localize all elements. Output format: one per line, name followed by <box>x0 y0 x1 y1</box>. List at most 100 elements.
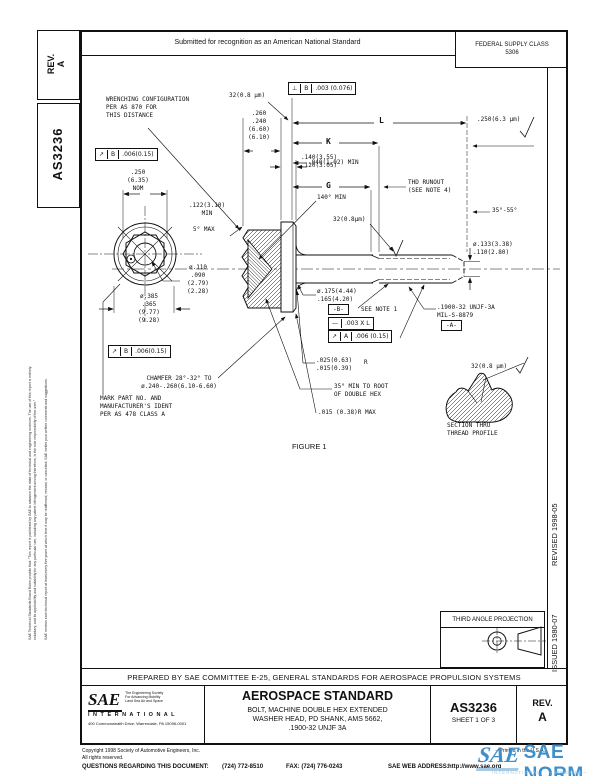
sae-international: I N T E R N A T I O N A L <box>88 712 176 718</box>
dim-letter-L: L <box>379 116 384 125</box>
fcf-runout-a: ↗ A .006 (0.15) <box>328 330 393 343</box>
watermark-sub-international: INTERNATIONAL <box>492 770 541 775</box>
chamfer-angle-dim: 35°-55° <box>492 207 518 214</box>
rev-cell: REV. A <box>516 686 568 745</box>
watermark-sub-standards: — STANDARDS — <box>548 770 587 775</box>
federal-supply-class-box: FEDERAL SUPPLY CLASS 5306 <box>455 30 568 68</box>
header-strip: Submitted for recognition as an American… <box>80 30 455 56</box>
runout-icon: ↗ <box>332 333 338 340</box>
disclaimer-paragraph-1: SAE Technical Standards Board Rules prov… <box>28 366 37 641</box>
rev-cell-label: REV. <box>532 698 553 708</box>
wrench-depth-dim: .122(3.10) MIN <box>188 202 226 217</box>
fcf-runout-head-datum: B <box>107 150 118 159</box>
head-height-dim: .260 .240 (6.60) (6.10) <box>248 110 270 141</box>
fsc-label: FEDERAL SUPPLY CLASS <box>475 41 549 48</box>
document-title: BOLT, MACHINE DOUBLE HEX EXTENDED WASHER… <box>247 707 388 732</box>
rev-cell-value: A <box>538 710 547 724</box>
head-od-dim: ø.385 .365 (9.77) (9.28) <box>138 293 160 324</box>
head-taper-angle: 5° MAX <box>193 226 215 233</box>
title-block: SAE The Engineering Society For Advancin… <box>80 686 568 745</box>
fcf-runout-a-value: .006 (0.15) <box>351 332 391 341</box>
third-angle-symbol <box>482 626 546 656</box>
fillet-radius-dim: .025(0.63) .015(0.39) <box>316 357 353 372</box>
fillet-min-dim: .040(1.02) MIN <box>308 159 359 166</box>
section-caption: SECTION THRU THREAD PROFILE <box>447 422 498 437</box>
doc-number-vertical: AS3236 <box>50 127 65 181</box>
watermark-sae-logo: SAE <box>475 742 522 771</box>
standard-type: AEROSPACE STANDARD <box>242 689 393 703</box>
rev-box <box>37 30 80 100</box>
rev-box-text: REV. A <box>46 32 66 96</box>
runout-icon: ↗ <box>112 348 118 355</box>
dim-letter-K: K <box>326 137 331 146</box>
fcf-perp-value: .003 (0.076) <box>311 84 355 93</box>
thread-spec-callout: .1900-32 UNJF-3A MIL-S-8879 <box>437 304 495 319</box>
watermark-text: SAE NORM <box>523 742 584 776</box>
end-view <box>88 190 202 395</box>
section-finish-callout: 32(0.8 μm) <box>471 363 508 370</box>
title-cell: AEROSPACE STANDARD BOLT, MACHINE DOUBLE … <box>204 686 430 745</box>
dim-letter-G: G <box>326 181 331 190</box>
watermark: SAE SAE NORM <box>475 742 600 776</box>
cone-angle-dim: 140° MIN <box>317 194 346 201</box>
fcf-runout-a-datum: A <box>340 332 351 341</box>
drawing-frame <box>80 30 568 745</box>
rights-line: All rights reserved. <box>82 755 124 761</box>
submitted-note: Submitted for recognition as an American… <box>174 39 361 46</box>
rev-label: REV. <box>46 53 56 75</box>
fcf-straightness-value: .003 X L <box>341 319 373 328</box>
thread-end-finish-callout: .250(6.3 μm) <box>477 116 521 123</box>
third-angle-label: THIRD ANGLE PROJECTION <box>441 612 544 628</box>
fcf-runout-head-value: .006(0.15) <box>118 150 156 159</box>
sae-logo-cell: SAE The Engineering Society For Advancin… <box>80 686 204 745</box>
shank-diameter-dim: ø.175(4.44) .165(4.20) <box>317 288 357 303</box>
washer-thickness-dim: .140(3.55) .120(3.05) <box>301 154 338 169</box>
straightness-icon: — <box>332 320 338 327</box>
fsc-code: 5306 <box>505 49 519 56</box>
sheet-number: SHEET 1 OF 3 <box>451 717 496 724</box>
head-finish-callout: 32(0.8 μm) <box>229 92 266 99</box>
chamfer-note: CHAMFER 28°-32° TO ø.240-.260(6.10-6.60) <box>141 375 217 390</box>
fcf-straightness: — .003 X L <box>328 317 374 330</box>
fcf-runout-head-2: ↗ B .006(0.15) <box>108 345 171 358</box>
runout-icon: ↗ <box>99 151 105 158</box>
web-address-url: http://www.sae.org <box>448 764 502 770</box>
issued-date: ISSUED 1980-07 <box>550 614 559 672</box>
sae-address: 400 Commonwealth Drive, Warrendale, PA 1… <box>88 721 187 726</box>
revised-date: REVISED 1998-05 <box>550 503 559 566</box>
root-angle-note: 35° MIN TO ROOT OF DOUBLE HEX <box>334 383 389 398</box>
web-address-label: SAE WEB ADDRESS: <box>388 764 449 770</box>
figure-caption: FIGURE 1 <box>292 442 327 451</box>
perpendicularity-icon: ⊥ <box>292 85 298 92</box>
prepared-by-text: PREPARED BY SAE COMMITTEE E-25, GENERAL … <box>127 672 521 682</box>
point-diameter-dim: ø.133(3.38) .110(2.80) <box>473 241 513 256</box>
rev-value: A <box>56 60 66 68</box>
shank-finish-callout: 32(0.8μm) <box>333 216 366 223</box>
sae-logo: SAE <box>88 690 123 712</box>
copyright-line: Copyright 1998 Society of Automotive Eng… <box>82 748 201 754</box>
marking-note: MARK PART NO. AND MANUFACTURER'S IDENT P… <box>100 395 173 418</box>
max-radius-dim: .015 (0.38)R MAX <box>318 409 376 416</box>
wrenching-note: WRENCHING CONFIGURATION PER AS 870 FOR T… <box>106 96 190 119</box>
doc-number: AS3236 <box>450 700 497 715</box>
disclaimer-paragraph-2: SAE reviews each technical report at lea… <box>44 378 48 640</box>
thread-runout-note: THD RUNOUT (SEE NOTE 4) <box>408 179 452 194</box>
fcf-perp-datum: B <box>300 84 311 93</box>
across-flats-dim: .250 (6.35) NOM <box>127 169 149 192</box>
phone-number: (724) 772-8510 <box>222 764 264 770</box>
leader-lines <box>147 101 535 414</box>
fillet-radius-suffix: R <box>364 359 368 366</box>
section-view <box>445 356 529 423</box>
third-angle-box: THIRD ANGLE PROJECTION <box>440 611 545 668</box>
side-view <box>241 221 465 313</box>
prepared-by-strip: PREPARED BY SAE COMMITTEE E-25, GENERAL … <box>80 668 568 686</box>
doc-number-box <box>37 103 80 208</box>
fcf-runout-2-datum: B <box>120 347 131 356</box>
datum-flag-a: -A- <box>441 320 462 331</box>
datum-flag-b: -B- <box>328 304 349 315</box>
fcf-perpendicularity: ⊥ B .003 (0.076) <box>288 82 357 95</box>
printed-note: – Printed in the U.S.A. <box>495 748 545 754</box>
fcf-runout-2-value: .006(0.15) <box>131 347 169 356</box>
